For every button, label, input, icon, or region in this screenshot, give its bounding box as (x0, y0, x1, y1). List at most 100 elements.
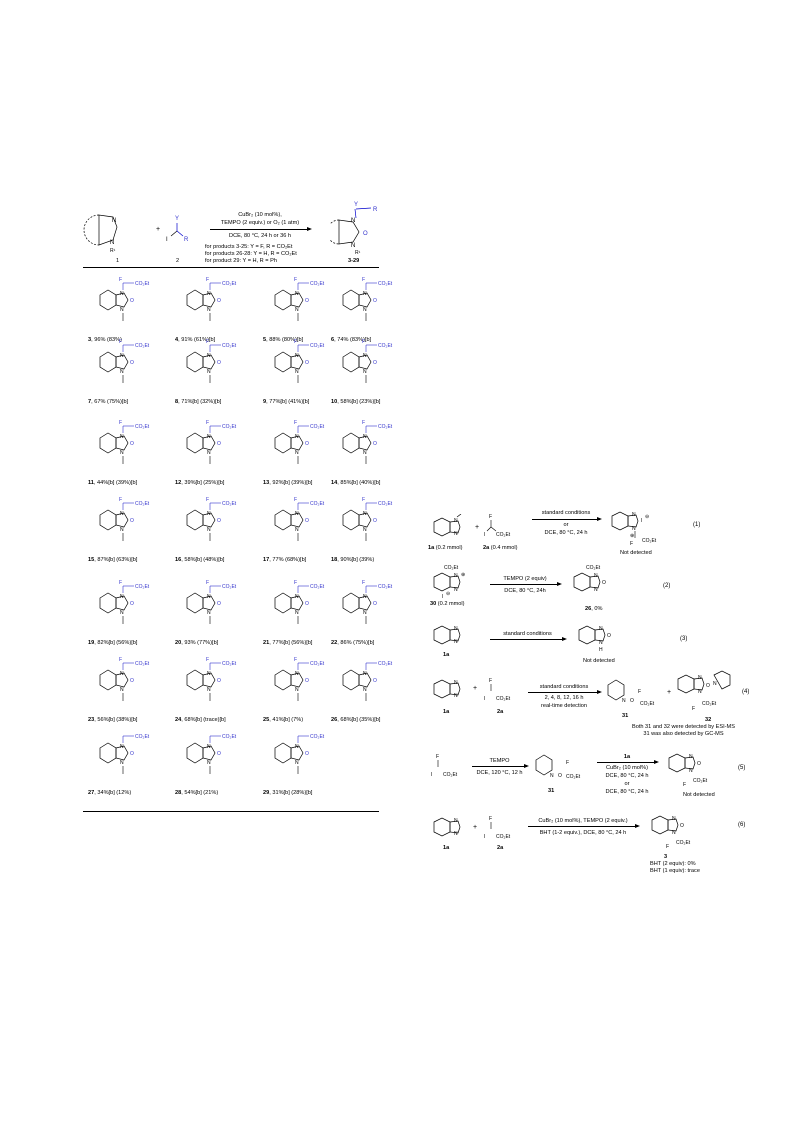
svg-text:N: N (363, 687, 367, 693)
product-label-32: 32 (705, 717, 712, 723)
product-number: 26 (331, 717, 338, 723)
compound-label-1: 1 (116, 258, 120, 264)
product-yield: , 31%[b] (28%)[b] (269, 790, 313, 796)
svg-text:O: O (130, 360, 134, 366)
product-number: 16 (175, 557, 182, 563)
svg-text:F: F (294, 657, 297, 663)
product-yield-label: 17, 77% (68%)[b] (263, 557, 306, 563)
svg-text:N: N (363, 369, 367, 375)
svg-text:N: N (363, 511, 367, 517)
svg-text:CO₂Et: CO₂Et (642, 538, 657, 544)
product-yield-label: 9, 77%[b] (41%)[b] (263, 399, 309, 405)
conditions-top: TEMPO (489, 758, 510, 764)
scope-notes: for products 3-25: Y = F, R = CO₂Et for … (205, 244, 297, 264)
svg-text:F: F (630, 541, 633, 547)
svg-text:N: N (698, 689, 702, 695)
product-yield-label: 25, 41%[b] (7%) (263, 717, 303, 723)
conditions-top: standard conditions (541, 510, 591, 516)
svg-text:O: O (217, 678, 221, 684)
svg-text:N: N (454, 531, 458, 537)
svg-text:N: N (120, 687, 124, 693)
reaction-arrow (210, 227, 312, 231)
svg-text:N: N (454, 693, 458, 699)
svg-text:CO₂Et: CO₂Et (378, 343, 393, 349)
product-number: 12 (175, 480, 182, 486)
svg-text:CO₂Et: CO₂Et (310, 281, 325, 287)
bht-results: BHT (2 equiv): 0% BHT (1 equiv): trace (650, 861, 700, 874)
product-yield: , 68%[b] (trace)[b] (181, 717, 226, 723)
conditions-top: CuBr₂ (10 mol%), TEMPO (2 equiv.) (538, 818, 628, 824)
product-yield: , 71%[b] (32%)[b] (178, 399, 222, 405)
svg-text:N: N (454, 518, 458, 524)
svg-text:I: I (166, 237, 168, 243)
reagent-label: 2a (0.4 mmol) (483, 545, 518, 551)
svg-text:O: O (130, 601, 134, 607)
svg-text:N: N (363, 291, 367, 297)
svg-text:CO₂Et: CO₂Et (310, 734, 325, 740)
svg-text:O: O (217, 441, 221, 447)
svg-text:CO₂Et: CO₂Et (378, 281, 393, 287)
svg-text:N: N (454, 818, 458, 824)
svg-text:N: N (363, 434, 367, 440)
product-label: 3 (664, 854, 668, 860)
product-number: 24 (175, 717, 182, 723)
benzimidazole-structure: NN (433, 817, 461, 837)
svg-text:F: F (489, 514, 492, 520)
product-number: 28 (175, 790, 182, 796)
sm-label: 1a (443, 652, 450, 658)
svg-text:F: F (206, 339, 209, 345)
product-yield-label: 23, 56%[b] (38%)[b] (88, 717, 137, 723)
product-yield-label: 14, 85%[b] (40%)[b] (331, 480, 380, 486)
svg-text:F: F (119, 580, 122, 586)
reagent-label: 2a (497, 709, 504, 715)
product-number: 17 (263, 557, 270, 563)
product-number: 21 (263, 640, 270, 646)
svg-text:O: O (217, 601, 221, 607)
step2-conditions: CuBr₂ (10 mol%) DCE, 80 °C, 24 h or DCE,… (605, 765, 649, 795)
svg-text:O: O (130, 298, 134, 304)
svg-text:O: O (373, 601, 377, 607)
product-yield-label: 20, 93% (77%)[b] (175, 640, 218, 646)
svg-text:N: N (295, 434, 299, 440)
svg-text:O: O (217, 360, 221, 366)
svg-text:F: F (294, 420, 297, 426)
reaction-arrow (490, 637, 567, 641)
svg-text:F: F (119, 497, 122, 503)
svg-text:O: O (706, 683, 710, 689)
conditions-bottom: DCE, 120 °C, 12 h (476, 770, 523, 776)
svg-text:N: N (120, 671, 124, 677)
svg-text:N: N (295, 760, 299, 766)
svg-text:Y: Y (175, 216, 179, 222)
product-yield-label: 8, 71%[b] (32%)[b] (175, 399, 221, 405)
svg-text:O: O (373, 298, 377, 304)
svg-text:N: N (295, 511, 299, 517)
svg-text:F: F (206, 657, 209, 663)
product-number: 5 (263, 337, 267, 343)
svg-text:N: N (295, 369, 299, 375)
product-yield: , 88% (80%)[b] (266, 337, 304, 343)
svg-text:N: N (363, 307, 367, 313)
product-yield: , 67% (75%)[b] (91, 399, 129, 405)
svg-text:N: N (207, 450, 211, 456)
svg-text:F: F (294, 580, 297, 586)
svg-text:N: N (207, 527, 211, 533)
svg-text:F: F (206, 497, 209, 503)
svg-text:O: O (607, 633, 611, 639)
svg-text:CO₂Et: CO₂Et (378, 424, 393, 430)
svg-text:CO₂Et: CO₂Et (702, 701, 717, 707)
svg-text:F: F (206, 277, 209, 283)
